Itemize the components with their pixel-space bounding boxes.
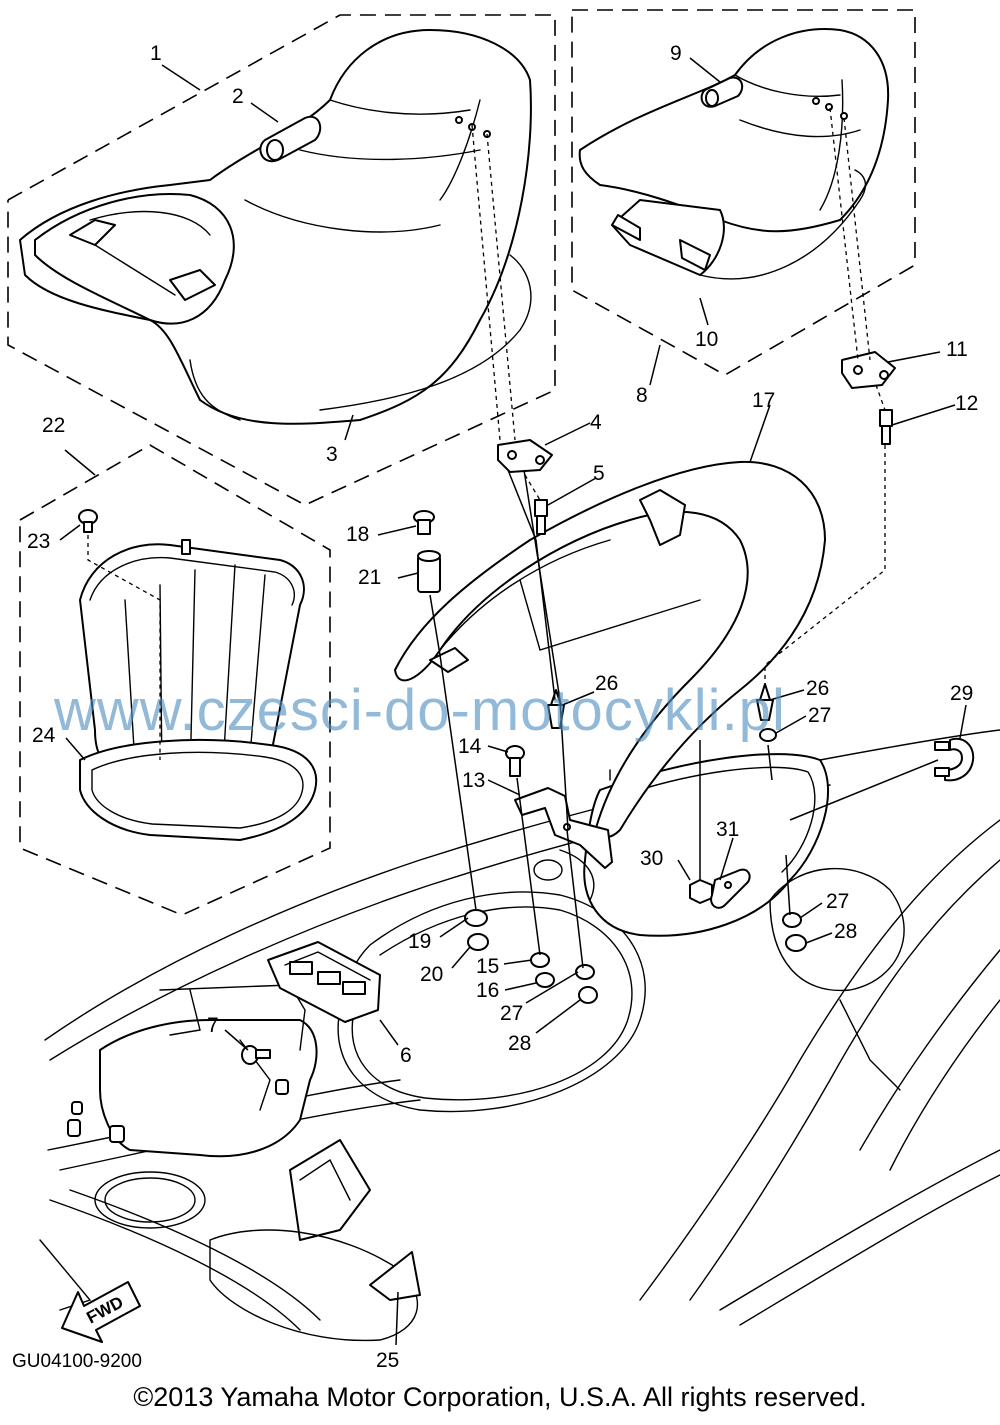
watermark-text: www.czesci-do-motocykli.pl xyxy=(53,678,786,743)
box-front-seat xyxy=(7,14,556,506)
box-rear-seat xyxy=(571,9,916,376)
callout-7: 7 xyxy=(207,1014,219,1037)
callout-leaders xyxy=(59,57,967,1346)
callout-numbers: 1 2 3 4 5 6 7 8 9 10 11 12 13 14 15 16 1… xyxy=(27,42,978,1372)
washer-27 xyxy=(759,728,777,742)
callout-12: 12 xyxy=(955,392,978,415)
pad-25 xyxy=(369,1251,421,1301)
washer-19 xyxy=(464,909,488,927)
callout-30: 30 xyxy=(640,847,663,870)
callout-27c: 27 xyxy=(500,1002,523,1025)
callout-27b: 27 xyxy=(826,890,849,913)
hull-deck xyxy=(39,729,1000,1342)
front-seat xyxy=(19,29,532,425)
bolt-12 xyxy=(879,409,893,445)
collar-21 xyxy=(417,550,441,593)
callout-26: 26 xyxy=(595,672,618,695)
fwd-arrow-icon: FWD xyxy=(61,1281,141,1343)
nut-28b xyxy=(785,934,807,952)
callout-28b: 28 xyxy=(834,920,857,943)
nut-16 xyxy=(535,972,555,988)
rear-seat xyxy=(578,28,890,280)
callout-27: 27 xyxy=(808,704,831,727)
callout-19: 19 xyxy=(408,930,431,953)
callout-6: 6 xyxy=(400,1044,412,1067)
rivet-26b xyxy=(756,683,774,721)
callout-5: 5 xyxy=(593,462,605,485)
washer-27b xyxy=(575,964,595,980)
callout-18: 18 xyxy=(346,523,369,546)
nut-28 xyxy=(578,986,598,1004)
callout-4: 4 xyxy=(590,411,602,434)
callout-9: 9 xyxy=(670,42,682,65)
washer-27c xyxy=(782,912,802,928)
callout-26b: 26 xyxy=(806,677,829,700)
rear-seat-grip xyxy=(700,76,744,108)
diagram-code: GU04100-9200 xyxy=(12,1351,142,1372)
assembly-lines xyxy=(429,107,939,969)
callout-17: 17 xyxy=(752,389,775,412)
storage-bin xyxy=(79,539,318,841)
callout-21: 21 xyxy=(358,566,381,589)
bolt-5 xyxy=(534,499,548,535)
callout-11: 11 xyxy=(946,338,968,361)
callout-1: 1 xyxy=(150,42,162,65)
callout-23: 23 xyxy=(27,530,50,553)
bolt-14 xyxy=(505,745,525,777)
callout-10: 10 xyxy=(695,328,718,351)
callout-3: 3 xyxy=(326,443,338,466)
callout-16: 16 xyxy=(476,979,499,1002)
washer-15 xyxy=(530,952,550,968)
callout-31: 31 xyxy=(716,818,739,841)
holder-6 xyxy=(267,941,381,1023)
rear-cover xyxy=(394,460,826,839)
front-seat-grip xyxy=(259,115,322,163)
copyright-notice: ©2013 Yamaha Motor Corporation, U.S.A. A… xyxy=(133,1382,867,1412)
callout-24: 24 xyxy=(32,724,56,747)
callout-28: 28 xyxy=(508,1032,531,1055)
callout-25: 25 xyxy=(376,1349,399,1372)
nut-20 xyxy=(467,933,489,951)
bolt-18 xyxy=(413,510,435,535)
callout-15: 15 xyxy=(476,955,499,978)
screw-23 xyxy=(78,509,98,533)
box-storage-bin xyxy=(19,444,331,916)
callout-20: 20 xyxy=(420,963,443,986)
callout-29: 29 xyxy=(950,682,973,705)
bracket-4 xyxy=(497,439,553,473)
nut-30 xyxy=(689,879,713,904)
callout-14: 14 xyxy=(458,735,482,758)
callout-8: 8 xyxy=(636,384,648,407)
callout-2: 2 xyxy=(232,85,244,108)
callout-13: 13 xyxy=(462,769,485,792)
callout-22: 22 xyxy=(42,414,65,437)
bracket-11 xyxy=(841,351,896,389)
bolt-7 xyxy=(241,1045,271,1065)
rivet-26 xyxy=(547,689,565,729)
